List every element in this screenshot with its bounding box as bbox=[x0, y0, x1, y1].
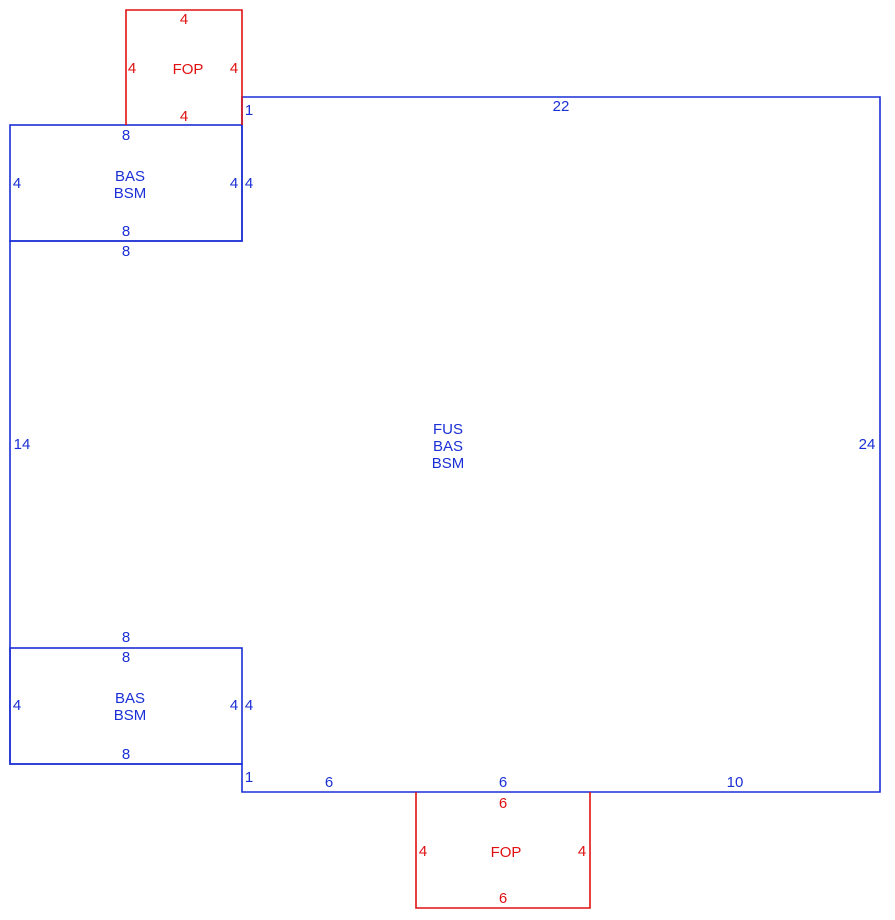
porch-top-outline bbox=[125, 9, 243, 125]
upper-bay-label-line-2: BSM bbox=[114, 185, 147, 202]
lower-bay-dim-bottom: 8 bbox=[122, 746, 130, 763]
main-label-line-3: BSM bbox=[432, 455, 465, 472]
upper-bay-label-line-1: BAS bbox=[115, 168, 145, 185]
porch-top-label: FOP bbox=[173, 61, 204, 78]
porch-top-dim-bottom: 4 bbox=[180, 108, 188, 125]
porch-bottom bbox=[415, 792, 591, 909]
main-dim-lower-notch-top: 8 bbox=[122, 629, 130, 646]
porch-bottom-dim-left: 4 bbox=[419, 843, 427, 860]
main-dim-left: 14 bbox=[14, 436, 31, 453]
porch-bottom-outline bbox=[415, 792, 591, 909]
porch-bottom-dim-right: 4 bbox=[578, 843, 586, 860]
upper-bay-dim-bottom: 8 bbox=[122, 223, 130, 240]
main-label-line-2: BAS bbox=[433, 438, 463, 455]
main-dim-bottom-right-seg: 10 bbox=[727, 774, 744, 791]
lower-bay-label-line-2: BSM bbox=[114, 707, 147, 724]
lower-bay-dim-left: 4 bbox=[13, 697, 21, 714]
main-dim-right: 24 bbox=[859, 436, 876, 453]
porch-bottom-label: FOP bbox=[491, 844, 522, 861]
lower-bay-dim-top: 8 bbox=[122, 649, 130, 666]
lower-bay-label-line-1: BAS bbox=[115, 690, 145, 707]
main-dim-corner-top: 1 bbox=[245, 102, 253, 119]
main-dim-bottom-mid-seg: 6 bbox=[499, 774, 507, 791]
upper-bay-dim-left: 4 bbox=[13, 175, 21, 192]
main-dim-corner-bottom: 1 bbox=[245, 769, 253, 786]
lower-bay-dim-right: 4 bbox=[230, 697, 238, 714]
main-label-line-1: FUS bbox=[433, 421, 463, 438]
lower-bay-outline bbox=[9, 647, 243, 765]
main-dim-lower-notch-right: 4 bbox=[245, 697, 253, 714]
porch-bottom-dim-bottom: 6 bbox=[499, 890, 507, 907]
porch-top bbox=[125, 9, 243, 125]
main-dim-upper-notch-right: 4 bbox=[245, 175, 253, 192]
porch-bottom-dim-top: 6 bbox=[499, 795, 507, 812]
main-dim-bottom-left-seg: 6 bbox=[325, 774, 333, 791]
main-dim-top: 22 bbox=[553, 98, 570, 115]
upper-bay-dim-right: 4 bbox=[230, 175, 238, 192]
lower-bay bbox=[9, 647, 243, 765]
porch-top-dim-right: 4 bbox=[230, 60, 238, 77]
porch-top-dim-top: 4 bbox=[180, 11, 188, 28]
porch-top-dim-left: 4 bbox=[128, 60, 136, 77]
upper-bay-dim-top: 8 bbox=[122, 127, 130, 144]
main-dim-upper-notch-bottom: 8 bbox=[122, 243, 130, 260]
